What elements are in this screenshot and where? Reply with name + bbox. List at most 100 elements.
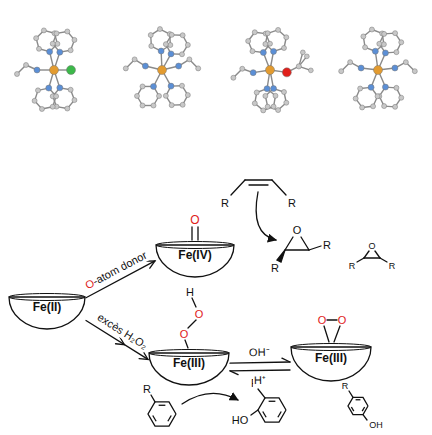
atom — [363, 45, 368, 50]
atom — [32, 98, 37, 103]
atom — [265, 104, 270, 109]
atom — [261, 108, 266, 113]
atom — [392, 65, 398, 71]
atom — [369, 27, 374, 32]
double-bond — [168, 415, 171, 421]
bowl-shape — [149, 353, 229, 385]
arrow-shaft — [230, 362, 290, 363]
atom — [54, 94, 59, 99]
reagent-label: OH⁻ — [248, 345, 271, 358]
atom — [399, 40, 404, 45]
double-bond — [356, 399, 361, 400]
benzene-ring — [148, 402, 176, 426]
complex-label: Fe(III) — [173, 357, 205, 370]
atom — [67, 66, 76, 75]
atom — [403, 60, 408, 65]
atom — [46, 85, 52, 91]
aromatic-rings — [148, 397, 368, 426]
atom — [54, 31, 59, 36]
atom — [135, 93, 140, 98]
atom-label: R — [288, 198, 296, 209]
atom — [72, 98, 77, 103]
atom — [273, 93, 278, 98]
atom — [374, 66, 383, 75]
double-bond — [269, 401, 276, 402]
atom — [252, 101, 257, 106]
atom — [140, 103, 145, 108]
crystal-structure — [15, 28, 77, 112]
atom — [185, 42, 190, 47]
atom-label: R — [342, 382, 349, 391]
atom — [276, 27, 281, 32]
atom — [358, 86, 363, 91]
atom — [50, 66, 59, 75]
atom — [231, 75, 236, 80]
atom-label: OH — [369, 421, 383, 430]
complex-bowl: Fe(III) — [148, 348, 230, 386]
atom-label: O — [368, 242, 375, 251]
atom — [168, 43, 173, 48]
double-bond — [278, 411, 281, 417]
bowl-rim — [149, 350, 229, 357]
bowl-rim — [9, 294, 85, 301]
atom — [36, 46, 41, 51]
atom — [381, 42, 386, 47]
atom — [169, 32, 174, 37]
atom — [267, 41, 272, 46]
atom — [168, 51, 174, 57]
atom — [39, 106, 44, 111]
atom — [399, 95, 404, 100]
atom — [382, 31, 387, 36]
bowl-shape — [156, 245, 234, 277]
atom — [185, 93, 190, 98]
atom-label: R — [143, 384, 151, 395]
crystal-structure — [123, 27, 200, 108]
atom — [68, 87, 73, 92]
atom — [393, 31, 398, 36]
atom — [250, 70, 256, 76]
atom — [254, 90, 259, 95]
atom — [281, 89, 286, 94]
benzene-ring — [348, 397, 368, 414]
bowl-shape — [9, 297, 85, 329]
atom — [180, 33, 185, 38]
atom — [304, 54, 309, 59]
atom-label: R — [349, 262, 356, 271]
atom — [65, 106, 70, 111]
atom — [72, 37, 77, 42]
atom — [196, 66, 201, 71]
atom — [148, 33, 153, 38]
atom — [300, 50, 305, 55]
reagent-label: H⁺ — [253, 374, 267, 387]
atom — [15, 72, 20, 77]
atom — [163, 42, 168, 47]
atom — [348, 60, 353, 65]
atom — [151, 103, 156, 108]
crystal-structure — [339, 27, 418, 110]
double-bond — [263, 411, 266, 417]
atom — [382, 50, 388, 56]
atom — [180, 52, 185, 57]
atom — [276, 108, 281, 113]
atom — [158, 48, 164, 54]
atom — [41, 28, 46, 33]
atom — [157, 27, 162, 32]
atom — [180, 102, 185, 107]
atom — [151, 83, 157, 89]
atom — [187, 57, 192, 62]
arrow-head — [230, 371, 238, 375]
atom — [371, 104, 376, 109]
atom — [271, 104, 276, 109]
bowl-rim — [156, 242, 234, 249]
atom — [157, 93, 162, 98]
atom — [394, 85, 399, 90]
atom — [393, 104, 398, 109]
atom — [372, 48, 378, 54]
atom-label: O — [195, 309, 204, 320]
atom — [123, 66, 128, 71]
atom — [50, 41, 55, 46]
crystal-structures — [15, 27, 418, 113]
atom — [260, 50, 266, 56]
benzene-ring — [258, 398, 286, 422]
atom-label: O — [318, 315, 327, 326]
